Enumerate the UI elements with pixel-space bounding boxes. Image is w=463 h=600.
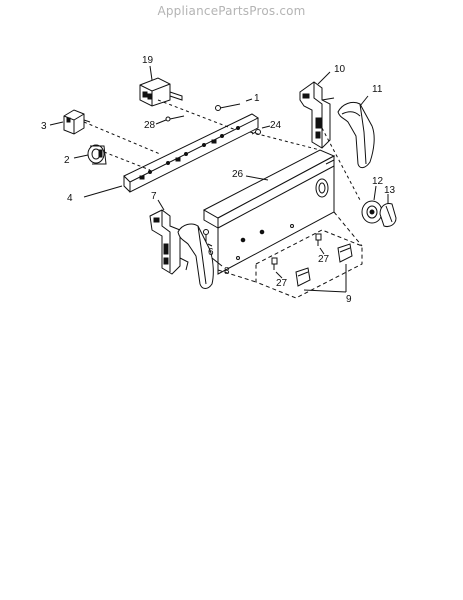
- part-left-bracket: [149, 209, 189, 275]
- part-button-upper: [337, 243, 353, 263]
- leader-6: [207, 243, 213, 247]
- leader-8: [211, 257, 223, 267]
- leader-2: [73, 154, 89, 159]
- callout-28: 28: [144, 120, 156, 131]
- part-screw-28: [165, 115, 185, 122]
- callout-6: 6: [208, 247, 214, 258]
- callout-12: 12: [372, 176, 384, 187]
- part-knob-skirt: [361, 200, 383, 224]
- part-clip-upper: [315, 233, 322, 246]
- callout-2: 2: [64, 155, 70, 166]
- leader-10: [317, 71, 331, 85]
- part-button-lower: [295, 267, 311, 287]
- leader-1: [245, 98, 253, 102]
- leader-11: [359, 95, 369, 107]
- part-mounting-rail: [123, 113, 259, 193]
- callout-7: 7: [151, 191, 157, 202]
- callout-1: 1: [254, 93, 260, 104]
- part-right-bracket: [299, 81, 335, 149]
- part-left-end-cap: [177, 223, 214, 289]
- leader-7: [157, 199, 165, 211]
- part-terminal-block: [139, 77, 183, 107]
- callout-10: 10: [334, 64, 346, 75]
- callout-26: 26: [232, 169, 244, 180]
- callout-27-upper: 27: [318, 254, 330, 265]
- part-rotary-switch: [63, 109, 91, 135]
- leader-3: [49, 121, 64, 126]
- callout-8: 8: [224, 266, 230, 277]
- leader-12: [373, 185, 377, 201]
- alignment-lines-upper: [83, 99, 361, 201]
- part-knob: [379, 203, 397, 227]
- site-watermark: AppliancePartsPros.com: [157, 4, 306, 18]
- leader-26: [245, 175, 269, 181]
- leader-19: [149, 65, 153, 81]
- leader-9: [303, 264, 347, 293]
- callout-3: 3: [41, 121, 47, 132]
- leader-28: [155, 119, 167, 125]
- callout-labels: 19 10 11 1 3 28 24 2 26 12 13 4 7 6 27 8…: [41, 55, 396, 305]
- leader-27-upper: [319, 247, 325, 255]
- leader-27-lower: [275, 271, 283, 279]
- dashed-group-box: [217, 211, 363, 299]
- part-screw-6: [203, 229, 209, 242]
- leader-24: [261, 125, 271, 129]
- callout-13: 13: [384, 185, 396, 196]
- part-right-end-cap: [337, 101, 375, 169]
- leader-4: [83, 185, 123, 198]
- callout-19: 19: [142, 55, 154, 66]
- part-screw-top: [215, 103, 241, 111]
- callout-9: 9: [346, 294, 352, 305]
- callout-24: 24: [270, 120, 282, 131]
- callout-11: 11: [372, 84, 383, 95]
- part-clip-lower: [271, 257, 278, 270]
- callout-27-lower: 27: [276, 278, 288, 289]
- part-console-panel: [202, 149, 336, 275]
- callout-4: 4: [67, 193, 73, 204]
- part-infinite-switch: [87, 144, 107, 165]
